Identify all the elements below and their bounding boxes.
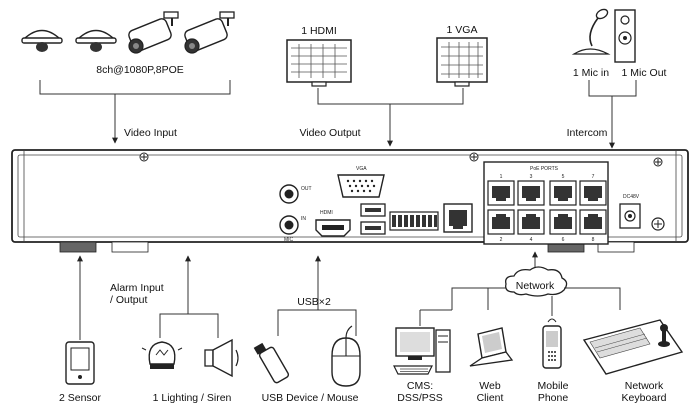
network-cloud-icon <box>505 266 568 297</box>
siren-icon <box>204 338 239 378</box>
bullet-camera-icon <box>128 11 179 54</box>
lan-port <box>443 203 473 233</box>
cms-computer-icon <box>393 327 451 375</box>
poe-port <box>579 209 607 235</box>
vga-port-label: VGA <box>356 166 367 172</box>
usb-flash-drive-icon <box>253 342 290 384</box>
poe-ports-block: PoE PORTS 1 2 3 4 5 6 7 8 <box>483 161 609 245</box>
in-port-label: IN <box>301 216 306 222</box>
ground-screw-icon <box>651 217 665 231</box>
cms-label: CMS: DSS/PSS <box>397 380 443 404</box>
poe-port <box>549 180 577 206</box>
poe-port-number: 2 <box>500 237 503 243</box>
poe-header-label: PoE PORTS <box>530 166 559 172</box>
out-port-label: OUT <box>301 186 312 192</box>
poe-port <box>487 209 515 235</box>
sensor-icon <box>65 341 95 385</box>
poe-port <box>549 209 577 235</box>
vga-port <box>337 174 385 198</box>
hdmi-monitor-icon <box>286 39 352 87</box>
poe-port <box>517 180 545 206</box>
poe-port-number: 8 <box>592 237 595 243</box>
usb-device-label: USB Device / Mouse <box>261 392 359 404</box>
poe-port-number: 6 <box>562 237 565 243</box>
bullet-camera-icon <box>184 11 235 54</box>
mic-out-label: 1 Mic Out <box>621 67 667 79</box>
intercom-label: Intercom <box>566 127 608 139</box>
hdmi-port-label: HDMI <box>320 210 333 216</box>
mobile-phone-label: Mobile Phone <box>537 380 569 404</box>
poe-port <box>579 180 607 206</box>
poe-port-number: 3 <box>530 174 533 180</box>
alarm-terminal-block <box>389 211 439 231</box>
hdmi-label: 1 HDMI <box>301 25 337 37</box>
web-client-label: Web Client <box>476 380 504 404</box>
sensor-label: 2 Sensor <box>58 392 102 404</box>
network-keyboard-label: Network Keyboard <box>621 380 667 404</box>
cameras-label: 8ch@1080P,8POE <box>96 64 184 76</box>
video-output-label: Video Output <box>299 127 361 139</box>
usb-port <box>360 203 386 217</box>
network-label: Network <box>515 280 555 292</box>
hdmi-port <box>315 219 351 237</box>
poe-port <box>487 180 515 206</box>
vga-label: 1 VGA <box>446 24 478 36</box>
network-keyboard-icon <box>582 319 684 375</box>
poe-port-number: 5 <box>562 174 565 180</box>
speaker-icon <box>614 9 636 63</box>
alarm-label: Alarm Input / Output <box>110 282 164 306</box>
dome-camera-icon <box>21 29 63 52</box>
usb-port <box>360 221 386 235</box>
mic-port-label: MIC <box>284 237 294 243</box>
audio-in-jack <box>279 215 299 235</box>
vga-monitor-icon <box>436 37 488 87</box>
dome-camera-icon <box>75 29 117 52</box>
microphone-icon <box>571 8 611 55</box>
poe-port-number: 4 <box>530 237 533 243</box>
poe-port-number: 1 <box>500 174 503 180</box>
mouse-icon <box>331 325 361 387</box>
laptop-icon <box>469 327 514 367</box>
video-input-label: Video Input <box>124 127 177 139</box>
power-port <box>619 203 641 229</box>
poe-port-number: 7 <box>592 174 595 180</box>
audio-out-jack <box>279 184 299 204</box>
mic-in-label: 1 Mic in <box>572 67 610 79</box>
lighting-icon <box>141 341 183 369</box>
lighting-siren-label: 1 Lighting / Siren <box>152 392 232 404</box>
poe-port <box>517 209 545 235</box>
power-port-label: DC48V <box>623 194 640 200</box>
mobile-phone-icon <box>542 318 562 369</box>
usb-count-label: USB×2 <box>297 296 331 308</box>
